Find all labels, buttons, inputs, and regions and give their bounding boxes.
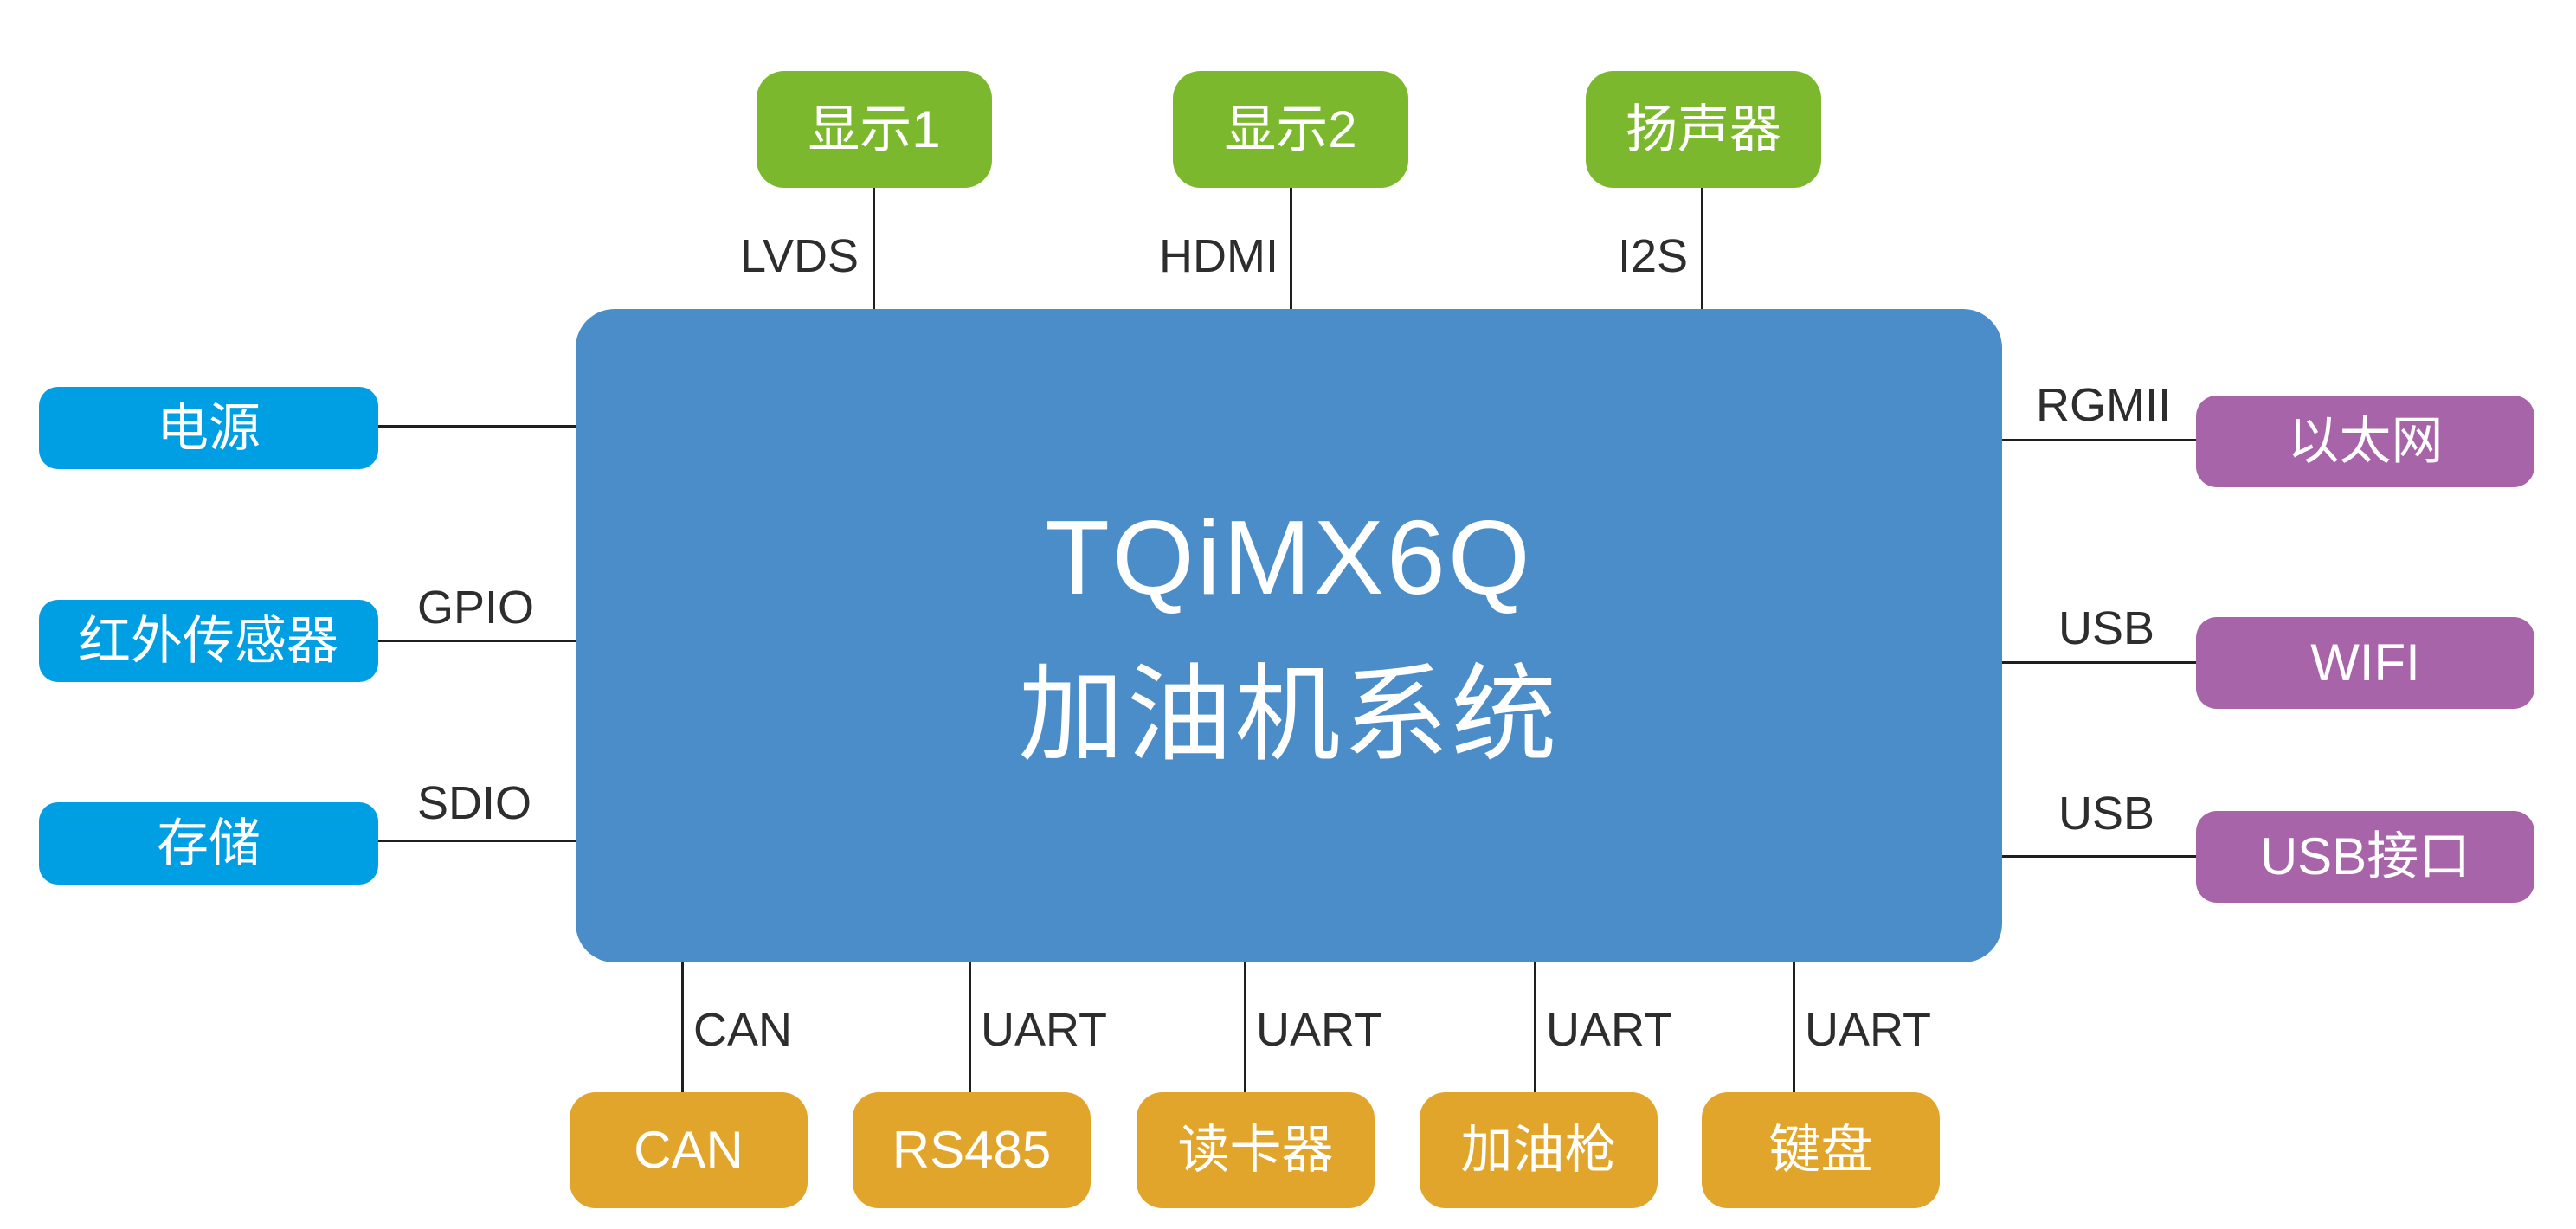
node-fuel-gun-label: 加油枪 — [1460, 1121, 1617, 1179]
protocol-label-uart3: UART — [1546, 1004, 1673, 1056]
node-rs485: RS485 — [853, 1092, 1091, 1208]
node-card-reader: 读卡器 — [1137, 1092, 1375, 1208]
protocol-label-i2s: I2S — [1617, 230, 1688, 282]
connector-uart2-line — [1244, 962, 1246, 1092]
node-ir-sensor-label: 红外传感器 — [79, 611, 338, 670]
node-power: 电源 — [39, 387, 378, 469]
node-fuel-gun: 加油枪 — [1420, 1092, 1658, 1208]
node-wifi-label: WIFI — [2310, 634, 2420, 692]
connector-uart4-line — [1793, 962, 1795, 1092]
protocol-label-rgmii: RGMII — [2036, 379, 2171, 431]
node-can: CAN — [570, 1092, 808, 1208]
node-storage-label: 存储 — [157, 814, 261, 872]
protocol-label-usb-port: USB — [2058, 788, 2155, 840]
protocol-label-usb-wifi: USB — [2058, 602, 2155, 654]
connector-hdmi-line — [1290, 188, 1292, 309]
node-ir-sensor: 红外传感器 — [39, 600, 378, 682]
connector-uart1-line — [969, 962, 971, 1092]
node-power-label: 电源 — [157, 398, 261, 457]
center-node-soc: TQiMX6Q 加油机系统 — [576, 309, 2002, 962]
node-wifi: WIFI — [2196, 617, 2534, 709]
protocol-label-uart1: UART — [981, 1004, 1108, 1056]
connector-sdio-line — [378, 840, 576, 842]
connector-usb-wifi-line — [2002, 661, 2196, 664]
node-card-reader-label: 读卡器 — [1177, 1121, 1334, 1179]
node-keypad-label: 键盘 — [1768, 1121, 1873, 1179]
protocol-label-can: CAN — [693, 1004, 793, 1056]
protocol-label-uart2: UART — [1256, 1004, 1383, 1056]
center-title-line1: TQiMX6Q — [1045, 498, 1533, 616]
connector-usb-port-line — [2002, 855, 2196, 858]
node-display1-label: 显示1 — [808, 100, 941, 158]
center-title-line2: 加油机系统 — [1018, 655, 1560, 774]
node-rs485-label: RS485 — [892, 1121, 1052, 1179]
connector-gpio-line — [378, 640, 576, 642]
protocol-label-gpio: GPIO — [417, 582, 535, 634]
connector-i2s-line — [1701, 188, 1703, 309]
node-keypad: 键盘 — [1702, 1092, 1940, 1208]
connector-uart3-line — [1534, 962, 1536, 1092]
node-ethernet-label: 以太网 — [2287, 412, 2444, 470]
node-display2: 显示2 — [1173, 71, 1408, 188]
node-speaker-label: 扬声器 — [1626, 100, 1781, 158]
protocol-label-sdio: SDIO — [417, 777, 532, 829]
connector-power-line — [378, 425, 576, 428]
protocol-label-hdmi: HDMI — [1159, 230, 1278, 282]
node-speaker: 扬声器 — [1586, 71, 1821, 188]
node-display2-label: 显示2 — [1224, 100, 1357, 158]
node-display1: 显示1 — [757, 71, 992, 188]
node-usb-port-label: USB接口 — [2259, 827, 2471, 885]
protocol-label-lvds: LVDS — [739, 230, 859, 282]
node-can-label: CAN — [634, 1121, 744, 1179]
node-ethernet: 以太网 — [2196, 396, 2534, 487]
node-storage: 存储 — [39, 802, 378, 885]
node-usb-port: USB接口 — [2196, 811, 2534, 903]
connector-lvds-line — [873, 188, 875, 309]
connector-can-line — [681, 962, 684, 1092]
connector-rgmii-line — [2002, 439, 2196, 441]
protocol-label-uart4: UART — [1805, 1004, 1932, 1056]
